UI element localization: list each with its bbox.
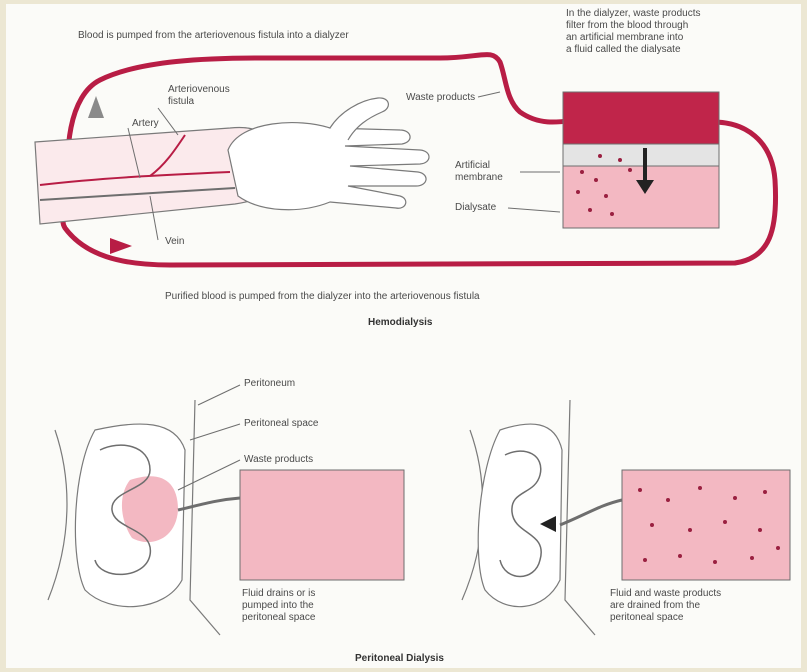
fistula-label: Arteriovenous fistula bbox=[168, 84, 230, 108]
peritoneal-title: Peritoneal Dialysis bbox=[355, 653, 444, 665]
hemo-top-caption: Blood is pumped from the arteriovenous f… bbox=[78, 30, 349, 42]
left-body-outline bbox=[48, 430, 67, 600]
hemo-bottom-caption: Purified blood is pumped from the dialyz… bbox=[165, 291, 480, 303]
drain-caption: Fluid and waste products are drained fro… bbox=[610, 588, 721, 624]
left-fluid-region bbox=[122, 476, 178, 542]
vein-label: Vein bbox=[165, 236, 184, 248]
membrane-label: Artificial membrane bbox=[455, 160, 503, 184]
peritoneal-leader-lines bbox=[178, 385, 240, 490]
left-catheter bbox=[178, 498, 240, 510]
right-drain-bag bbox=[622, 470, 790, 580]
hand bbox=[228, 123, 429, 210]
dialyzer-dialysate bbox=[563, 166, 719, 228]
dialyzer-membrane bbox=[563, 144, 719, 166]
peritoneal-waste-label: Waste products bbox=[244, 454, 313, 466]
artery-label: Artery bbox=[132, 118, 159, 130]
flow-arrow-bottom bbox=[110, 238, 132, 254]
left-fluid-bag bbox=[240, 470, 404, 580]
dialysate-label: Dialysate bbox=[455, 202, 496, 214]
right-catheter bbox=[560, 500, 622, 525]
peritoneum-label: Peritoneum bbox=[244, 378, 295, 390]
dialyzer-note: In the dialyzer, waste products filter f… bbox=[566, 8, 796, 56]
waste-label: Waste products bbox=[406, 92, 475, 104]
flow-arrow-top bbox=[88, 96, 104, 118]
peritoneal-space-label: Peritoneal space bbox=[244, 418, 319, 430]
dialyzer-blood-chamber bbox=[563, 92, 719, 144]
hemodialysis-title: Hemodialysis bbox=[368, 317, 432, 329]
fill-caption: Fluid drains or is pumped into the perit… bbox=[242, 588, 315, 624]
